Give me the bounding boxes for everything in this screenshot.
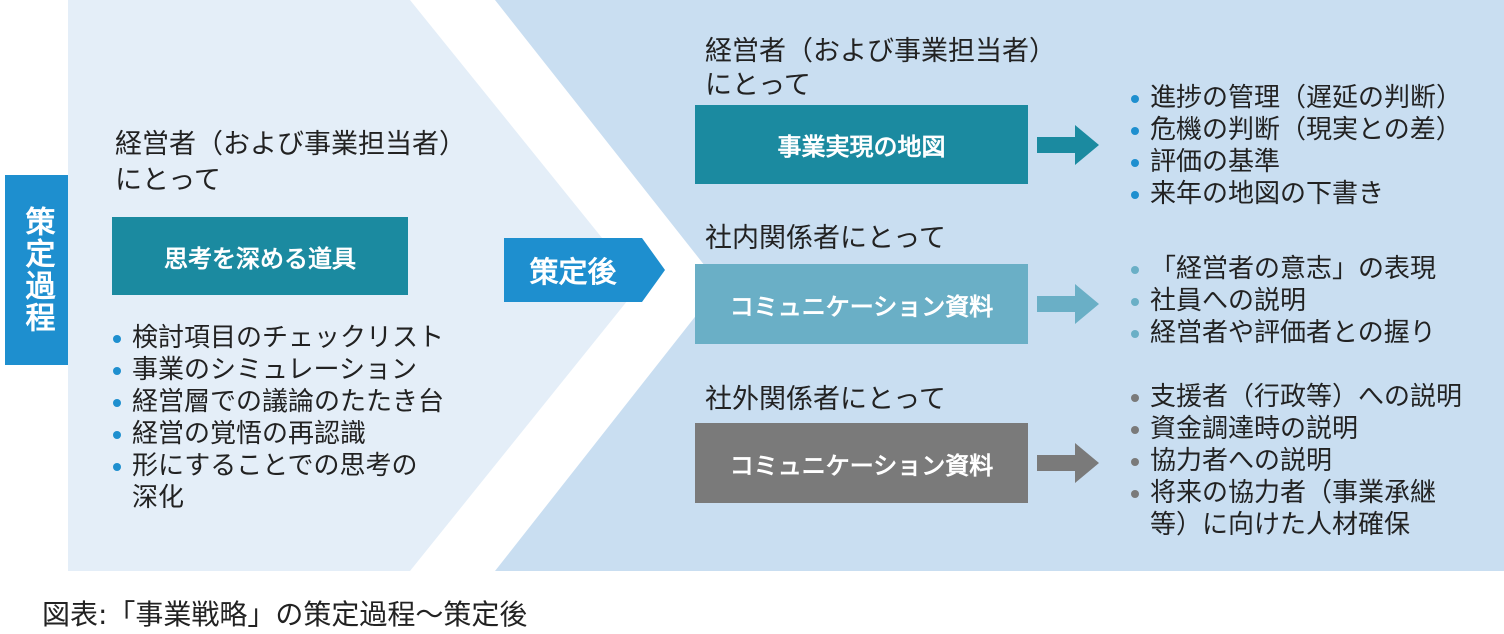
- figure-caption: 図表:「事業戦略」の策定過程～策定後: [42, 598, 528, 631]
- arrow-right-icon: [1037, 443, 1099, 483]
- list-item: 協力者への説明: [1128, 445, 1462, 477]
- list-item-continuation: 等）に向けた人材確保: [1150, 510, 1411, 540]
- left-bullet-list: 検討項目のチェックリスト 事業のシミュレーション 経営層での議論のたたき台 経営…: [110, 322, 444, 514]
- list-item: 資金調達時の説明: [1128, 413, 1462, 445]
- list-item: 経営層での議論のたたき台: [110, 386, 444, 418]
- section3-bullet-list: 支援者（行政等）への説明 資金調達時の説明 協力者への説明 将来の協力者（事業承…: [1128, 381, 1462, 541]
- after-formulation-label: 策定後: [529, 255, 617, 289]
- business-map-box: 事業実現の地図: [695, 105, 1028, 184]
- section1-heading-line2: にとって: [705, 70, 811, 101]
- section2-bullet-list: 「経営者の意志」の表現 社員への説明 経営者や評価者との握り: [1128, 253, 1436, 349]
- list-item-continuation: 深化: [132, 483, 185, 513]
- list-item: 支援者（行政等）への説明: [1128, 381, 1462, 413]
- section3-heading: 社外関係者にとって: [705, 384, 946, 415]
- arrow-right-icon: [1037, 284, 1099, 324]
- arrow-right-icon: [1037, 125, 1099, 165]
- list-item: 「経営者の意志」の表現: [1128, 253, 1436, 285]
- list-item: 来年の地図の下書き: [1128, 178, 1462, 210]
- left-heading-line2: にとって: [115, 165, 221, 196]
- list-item: 事業のシミュレーション: [110, 354, 444, 386]
- list-item: 検討項目のチェックリスト: [110, 322, 444, 354]
- left-heading-line1: 経営者（および事業担当者）: [115, 129, 466, 160]
- section1-heading-line1: 経営者（および事業担当者）: [705, 36, 1056, 67]
- list-item: 進捗の管理（遅延の判断）: [1128, 82, 1462, 114]
- list-item: 経営者や評価者との握り: [1128, 317, 1436, 349]
- list-item: 社員への説明: [1128, 285, 1436, 317]
- list-item: 経営の覚悟の再認識: [110, 418, 444, 450]
- list-item: 危機の判断（現実との差）: [1128, 114, 1462, 146]
- section2-heading: 社内関係者にとって: [705, 223, 946, 254]
- thinking-tool-box: 思考を深める道具: [112, 217, 408, 295]
- process-vertical-label: 策定過程: [5, 175, 68, 365]
- list-item: 評価の基準: [1128, 146, 1462, 178]
- external-communication-box: コミュニケーション資料: [695, 423, 1028, 503]
- section1-bullet-list: 進捗の管理（遅延の判断） 危機の判断（現実との差） 評価の基準 来年の地図の下書…: [1128, 82, 1462, 210]
- internal-communication-box: コミュニケーション資料: [695, 264, 1028, 344]
- center-label-arrow-shape: [504, 238, 665, 302]
- list-item: 形にすることでの思考の: [110, 450, 444, 482]
- list-item: 将来の協力者（事業承継: [1128, 477, 1462, 509]
